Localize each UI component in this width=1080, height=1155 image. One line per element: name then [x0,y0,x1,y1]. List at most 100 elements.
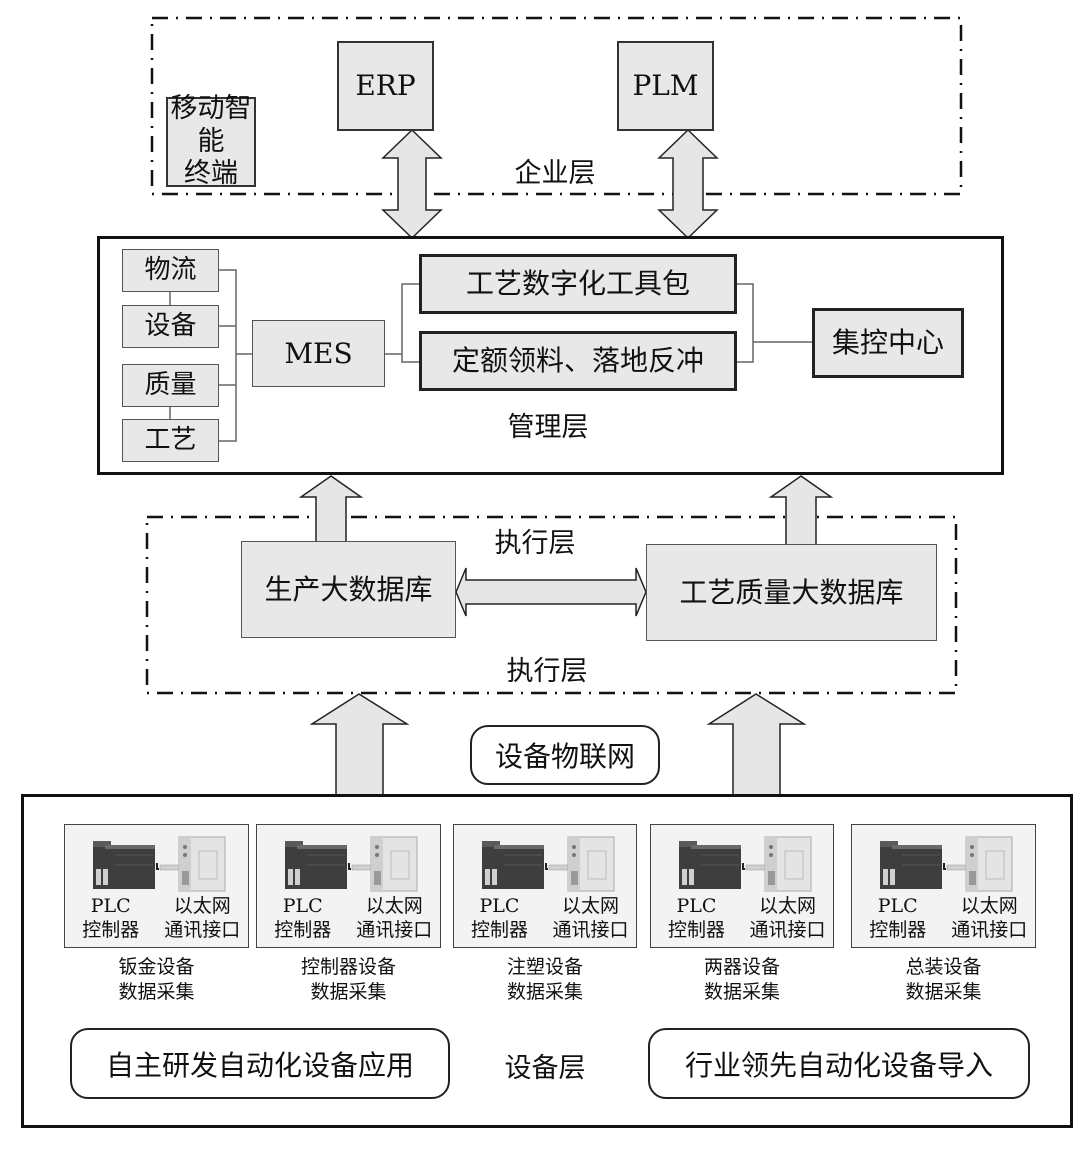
module-process: 工艺 [122,419,219,462]
device-caption-line1: 注塑设备 [506,956,583,978]
comm-interface-label: 通讯接口 [552,919,629,941]
ethernet-module-icon [370,836,418,892]
process-quality-big-data-box: 工艺质量大数据库 [646,544,937,641]
device-caption-line2: 数据采集 [310,981,387,1003]
process-digital-toolkit-label: 工艺数字化工具包 [465,267,690,301]
plc-sub-row: 控制器 通讯接口 [257,919,440,941]
plc-label: PLC [877,895,918,917]
mes-label: MES [284,336,353,370]
plc-hardware-image [93,836,226,892]
module-quality-label: 质量 [144,369,197,400]
process-quality-big-data-label: 工艺质量大数据库 [679,575,904,609]
module-quality: 质量 [122,364,219,407]
control-center-label: 集控中心 [831,326,944,360]
comm-interface-label: 通讯接口 [749,919,826,941]
ethernet-label: 以太网 [758,895,816,917]
module-logistics-label: 物流 [144,254,197,285]
plc-device-card-4: PLC 以太网 控制器 通讯接口 [650,824,834,948]
plc-label-row: PLC 以太网 [852,895,1035,917]
plm-label: PLM [632,69,699,103]
comm-interface-label: 通讯接口 [164,919,241,941]
plc-sub-row: 控制器 通讯接口 [651,919,833,941]
quality-db-up-arrow [768,475,834,546]
device-caption-line2: 数据采集 [905,981,982,1003]
plc-hardware-image [285,836,418,892]
plc-controller-icon [679,841,741,889]
plm-double-arrow [657,128,719,240]
plc-label: PLC [90,895,131,917]
device-caption-4: 两器设备数据采集 [650,955,834,1005]
device-caption-line2: 数据采集 [703,981,780,1003]
plc-label-row: PLC 以太网 [65,895,248,917]
module-logistics: 物流 [122,249,219,292]
execution-layer-frame [145,515,958,695]
self-developed-automation-box: 自主研发自动化设备应用 [70,1028,450,1099]
device-caption-line1: 两器设备 [703,956,780,978]
mes-box: MES [252,320,385,387]
device-caption-2: 控制器设备数据采集 [256,955,441,1005]
control-center-box: 集控中心 [812,308,964,378]
controller-label: 控制器 [82,919,140,941]
ethernet-cable-icon [545,863,572,871]
device-left-up-arrow [309,693,410,797]
plc-label: PLC [676,895,717,917]
device-caption-5: 总装设备数据采集 [851,955,1036,1005]
process-digital-toolkit-box: 工艺数字化工具包 [419,254,737,314]
plc-controller-icon [880,841,942,889]
ethernet-module-icon [178,836,226,892]
plc-sub-row: 控制器 通讯接口 [454,919,636,941]
plc-sub-row: 控制器 通讯接口 [852,919,1035,941]
plc-controller-icon [93,841,155,889]
device-layer-frame [21,794,1073,1128]
controller-label: 控制器 [470,919,528,941]
ethernet-module-icon [965,836,1013,892]
device-caption-line2: 数据采集 [506,981,583,1003]
ethernet-cable-icon [156,863,183,871]
plc-device-card-5: PLC 以太网 控制器 通讯接口 [851,824,1036,948]
industry-leading-automation-label: 行业领先自动化设备导入 [684,1048,993,1082]
enterprise-layer-label: 企业层 [514,157,596,189]
controller-label: 控制器 [274,919,332,941]
enterprise-layer-frame [150,16,963,196]
plc-sub-row: 控制器 通讯接口 [65,919,248,941]
module-connectors [169,269,812,442]
device-caption-line1: 钣金设备 [118,956,195,978]
ethernet-label: 以太网 [365,895,423,917]
plc-controller-icon [285,841,347,889]
iot-badge: 设备物联网 [470,725,660,785]
erp-double-arrow [381,128,443,240]
plc-label: PLC [282,895,323,917]
device-right-up-arrow [706,693,807,797]
controller-label: 控制器 [667,919,725,941]
mobile-terminal-line1: 移动智能 [170,93,252,157]
production-big-data-label: 生产大数据库 [264,572,433,606]
device-caption-3: 注塑设备数据采集 [453,955,637,1005]
mobile-terminal-box: 移动智能 终端 [166,93,256,189]
comm-interface-label: 通讯接口 [951,919,1028,941]
ethernet-module-icon [567,836,615,892]
module-process-label: 工艺 [144,424,197,455]
management-layer-label: 管理层 [507,411,589,443]
ethernet-cable-icon [348,863,375,871]
ethernet-label: 以太网 [173,895,231,917]
management-layer-frame [97,236,1004,475]
iot-label: 设备物联网 [494,740,635,773]
erp-box: ERP [337,41,434,131]
device-caption-1: 钣金设备数据采集 [64,955,249,1005]
plc-device-card-3: PLC 以太网 控制器 通讯接口 [453,824,637,948]
plc-hardware-image [482,836,615,892]
device-caption-line1: 控制器设备 [300,956,396,978]
ethernet-cable-icon [742,863,769,871]
plc-label: PLC [479,895,520,917]
production-big-data-box: 生产大数据库 [241,541,456,638]
quota-backflush-label: 定额领料、落地反冲 [451,344,704,378]
ethernet-module-icon [764,836,812,892]
quota-backflush-box: 定额领料、落地反冲 [419,331,737,391]
plc-label-row: PLC 以太网 [651,895,833,917]
execution-layer-label-bottom: 执行层 [506,655,588,687]
device-caption-line2: 数据采集 [118,981,195,1003]
self-developed-automation-label: 自主研发自动化设备应用 [105,1048,414,1082]
plc-label-row: PLC 以太网 [257,895,440,917]
module-equipment-label: 设备 [144,310,197,341]
plc-hardware-image [880,836,1013,892]
